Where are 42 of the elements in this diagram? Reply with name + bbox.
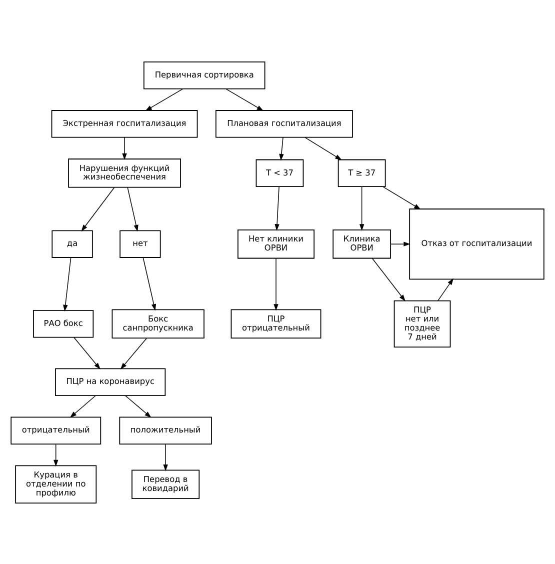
- node-box: нет: [120, 230, 161, 258]
- arrow: [142, 256, 156, 310]
- node-box: Клиника ОРВИ: [332, 228, 391, 258]
- node-box: Экстренная госпитализация: [51, 110, 198, 138]
- arrow: [359, 186, 364, 230]
- node-box: Нарушения функций жизнеобеспечения: [68, 158, 181, 188]
- arrow: [63, 256, 72, 312]
- node-box: ПЦР нет или позднее 7 дней: [394, 300, 451, 347]
- node-box: Отказ от госпитализации: [409, 208, 544, 280]
- arrow: [127, 186, 138, 232]
- node-box: Бокс санпропускника: [112, 308, 204, 338]
- arrow: [70, 394, 96, 418]
- arrow: [382, 186, 421, 210]
- arrow: [81, 186, 115, 231]
- node-box: Плановая госпитализация: [215, 110, 353, 138]
- node-box: Нет клиники ОРВИ: [238, 228, 315, 258]
- arrow: [390, 241, 410, 246]
- arrow: [437, 278, 454, 301]
- node-box: Первичная сортировка: [143, 61, 266, 89]
- arrow: [274, 258, 278, 310]
- node-box: Т < 37: [256, 158, 304, 187]
- node-box: РАО бокс: [33, 310, 94, 338]
- arrow: [74, 336, 100, 369]
- node-box: да: [52, 230, 93, 258]
- arrow: [226, 88, 264, 111]
- node-box: Т ≥ 37: [338, 158, 386, 187]
- arrow: [372, 258, 406, 301]
- node-box: Перевод в ковидарий: [132, 469, 200, 498]
- arrow: [274, 186, 280, 230]
- arrow: [163, 443, 168, 471]
- arrow: [125, 394, 152, 418]
- arrow: [120, 337, 148, 369]
- arrow: [304, 136, 342, 160]
- arrow: [279, 136, 284, 160]
- node-box: ПЦР на коронавирус: [55, 368, 166, 396]
- node-box: положительный: [119, 416, 212, 444]
- node-box: ПЦР отрицательный: [230, 308, 322, 338]
- arrow: [145, 88, 184, 111]
- node-box: Курация в отделении по профилю: [15, 464, 97, 503]
- arrow: [54, 443, 58, 466]
- arrow: [122, 136, 127, 160]
- node-box: отрицательный: [10, 416, 102, 444]
